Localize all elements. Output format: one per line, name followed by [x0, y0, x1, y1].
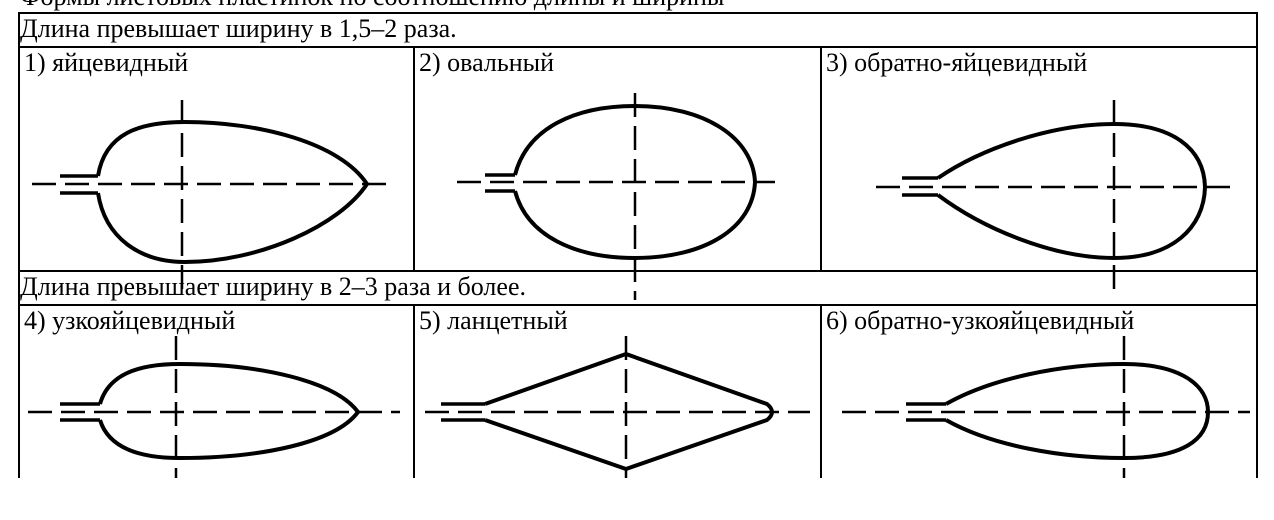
oval-leaf-diagram: [457, 93, 775, 300]
shape-label: 5) ланцетный: [419, 306, 568, 335]
petiole: [906, 402, 946, 422]
shape-cell-ovate: 1) яйцевидный: [18, 46, 415, 298]
shape-row-1: 1) яйцевидный 2) овальный: [18, 46, 1259, 300]
group-header-row: Длина превышает ширину в 1,5–2 раза.: [17, 12, 1259, 48]
petiole: [485, 173, 515, 193]
shape-label: 2) овальный: [419, 48, 554, 77]
leaf-outline: [484, 352, 774, 471]
leaf-shape-table: Длина превышает ширину в 1,5–2 раза. 1) …: [17, 12, 1259, 478]
petiole: [441, 402, 485, 422]
shape-cell-narrow-ovate: 4) узкояйцевидный: [18, 304, 415, 478]
shape-label: 3) обратно-яйцевидный: [826, 48, 1088, 77]
leaf-outline: [945, 361, 1211, 461]
ovate-leaf-diagram: [32, 100, 392, 298]
group-header-1: Длина превышает ширину в 1,5–2 раза.: [17, 12, 1259, 48]
shape-cell-obovate: 3) обратно-яйцевидный: [819, 46, 1259, 298]
shape-cell-oval: 2) овальный: [413, 46, 822, 300]
shape-cell-narrow-obovate: 6) обратно-узкояйцевидный: [819, 304, 1259, 478]
cut-off-caption: Формы листовых пластинок по соотношению …: [20, 0, 724, 10]
group-header-row: Длина превышает ширину в 2–3 раза и боле…: [17, 270, 1259, 306]
obovate-leaf-diagram: [876, 100, 1238, 298]
petiole: [60, 402, 100, 422]
leaf-outline: [98, 361, 361, 461]
petiole: [902, 176, 938, 197]
shape-label: 4) узкояйцевидный: [24, 306, 236, 335]
narrow-ovate-leaf-diagram: [28, 336, 400, 478]
petiole: [60, 174, 98, 195]
narrow-obovate-leaf-diagram: [842, 336, 1250, 478]
shape-label: 6) обратно-узкояйцевидный: [826, 306, 1135, 335]
shape-row-2: 4) узкояйцевидный 5) ланцетный: [18, 304, 1259, 478]
leaf-outline: [96, 119, 370, 265]
leaf-outline: [936, 121, 1208, 261]
shape-label: 1) яйцевидный: [24, 48, 189, 77]
group-header-2: Длина превышает ширину в 2–3 раза и боле…: [17, 270, 1259, 306]
lanceolate-leaf-diagram: [425, 336, 810, 478]
shape-cell-lanceolate: 5) ланцетный: [413, 304, 822, 478]
leaf-outline: [513, 103, 758, 261]
